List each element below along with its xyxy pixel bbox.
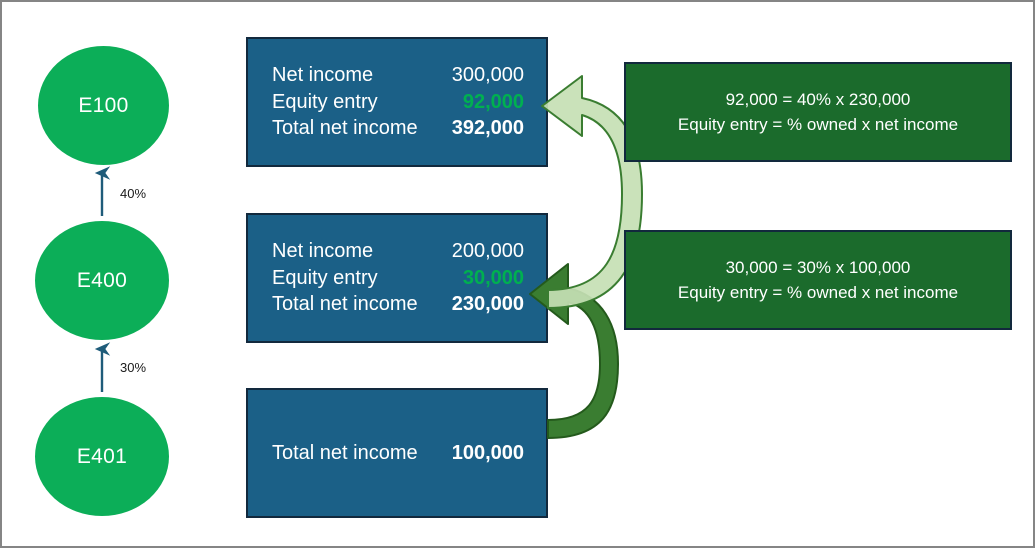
row-label: Total net income: [272, 117, 418, 140]
entity-label: E401: [76, 444, 128, 468]
income-row: Net income 300,000: [272, 62, 524, 89]
income-box-e100[interactable]: Net income 300,000 Equity entry 92,000 T…: [246, 37, 548, 167]
formula-line-2: Equity entry = % owned x net income: [677, 115, 959, 134]
row-value: 392,000: [451, 117, 524, 140]
formula-line-1: 92,000 = 40% x 230,000: [725, 89, 911, 109]
income-box-e400[interactable]: Net income 200,000 Equity entry 30,000 T…: [246, 213, 548, 343]
entity-label: E100: [78, 93, 129, 117]
income-row: Net income 200,000: [272, 238, 524, 265]
formula-box-top[interactable]: 92,000 = 40% x 230,000 Equity entry = % …: [624, 62, 1012, 162]
row-label: Equity entry: [272, 266, 378, 289]
row-value: 92,000: [462, 90, 524, 113]
row-value: 100,000: [451, 441, 524, 464]
row-value: 200,000: [451, 240, 524, 263]
income-row-equity-entry: Equity entry 92,000: [272, 89, 524, 116]
income-row-equity-entry: Equity entry 30,000: [272, 265, 524, 292]
row-value: 230,000: [451, 293, 524, 316]
row-label: Total net income: [272, 293, 418, 316]
income-row-total: Total net income 100,000: [272, 440, 524, 467]
income-row-total: Total net income 230,000: [272, 291, 524, 318]
entity-circle-e400[interactable]: E400: [35, 221, 169, 340]
formula-line-1: 30,000 = 30% x 100,000: [725, 257, 911, 277]
row-label: Net income: [272, 64, 374, 87]
ownership-percent-30: 30%: [120, 360, 147, 375]
entity-circle-e100[interactable]: E100: [38, 46, 169, 165]
ownership-percent-40: 40%: [120, 186, 147, 201]
row-value: 30,000: [462, 266, 524, 289]
income-box-e401[interactable]: Total net income 100,000: [246, 388, 548, 518]
row-label: Equity entry: [272, 90, 378, 113]
entity-label: E400: [76, 268, 128, 292]
formula-line-2: Equity entry = % owned x net income: [677, 283, 959, 302]
row-label: Net income: [272, 240, 374, 263]
row-label: Total net income: [272, 441, 418, 464]
row-value: 300,000: [451, 64, 524, 87]
formula-box-bottom[interactable]: 30,000 = 30% x 100,000 Equity entry = % …: [624, 230, 1012, 330]
income-row-total: Total net income 392,000: [272, 115, 524, 142]
entity-circle-e401[interactable]: E401: [35, 397, 169, 516]
